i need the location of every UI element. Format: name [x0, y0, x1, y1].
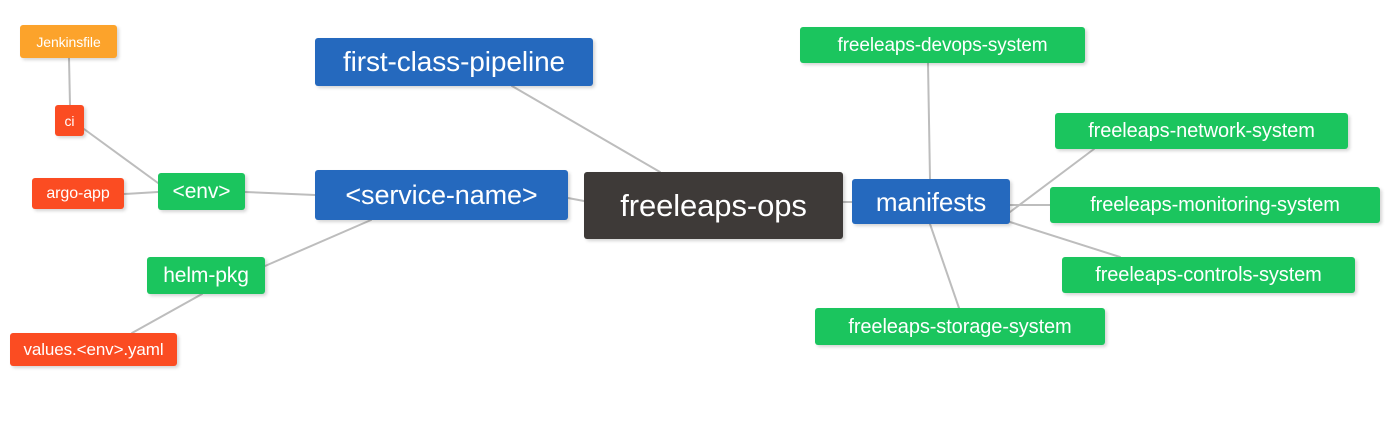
mindmap-node-env[interactable]: <env> — [158, 173, 245, 210]
mindmap-node-jenkinsfile[interactable]: Jenkinsfile — [20, 25, 117, 58]
mindmap-node-values-env-yaml[interactable]: values.<env>.yaml — [10, 333, 177, 366]
mindmap-node-argo-app[interactable]: argo-app — [32, 178, 124, 209]
edge-manifests-to-devops-system — [927, 62, 931, 180]
mindmap-node-ci[interactable]: ci — [55, 105, 84, 136]
edge-first-class-pipeline-to-freeleaps-ops — [511, 85, 661, 173]
mindmap-node-controls-system[interactable]: freeleaps-controls-system — [1062, 257, 1355, 293]
edge-helm-pkg-to-values-env-yaml — [131, 293, 203, 334]
mindmap-node-storage-system[interactable]: freeleaps-storage-system — [815, 308, 1105, 345]
mindmap-node-helm-pkg[interactable]: helm-pkg — [147, 257, 265, 294]
edge-service-name-to-helm-pkg — [264, 219, 372, 267]
edge-manifests-to-storage-system — [929, 223, 960, 309]
mindmap-node-manifests[interactable]: manifests — [852, 179, 1010, 224]
edge-argo-app-to-env — [123, 191, 159, 195]
edge-jenkinsfile-to-ci — [68, 57, 71, 106]
mindmap-node-freeleaps-ops[interactable]: freeleaps-ops — [584, 172, 843, 239]
edge-ci-to-env — [83, 128, 159, 184]
edge-service-name-to-freeleaps-ops — [567, 197, 585, 202]
edge-env-to-service-name — [244, 191, 316, 196]
mindmap-node-monitoring-system[interactable]: freeleaps-monitoring-system — [1050, 187, 1380, 223]
mindmap-node-network-system[interactable]: freeleaps-network-system — [1055, 113, 1348, 149]
edge-manifests-to-controls-system — [1009, 221, 1121, 258]
mindmap-node-service-name[interactable]: <service-name> — [315, 170, 568, 220]
mindmap-node-first-class-pipeline[interactable]: first-class-pipeline — [315, 38, 593, 86]
mindmap-node-devops-system[interactable]: freeleaps-devops-system — [800, 27, 1085, 63]
